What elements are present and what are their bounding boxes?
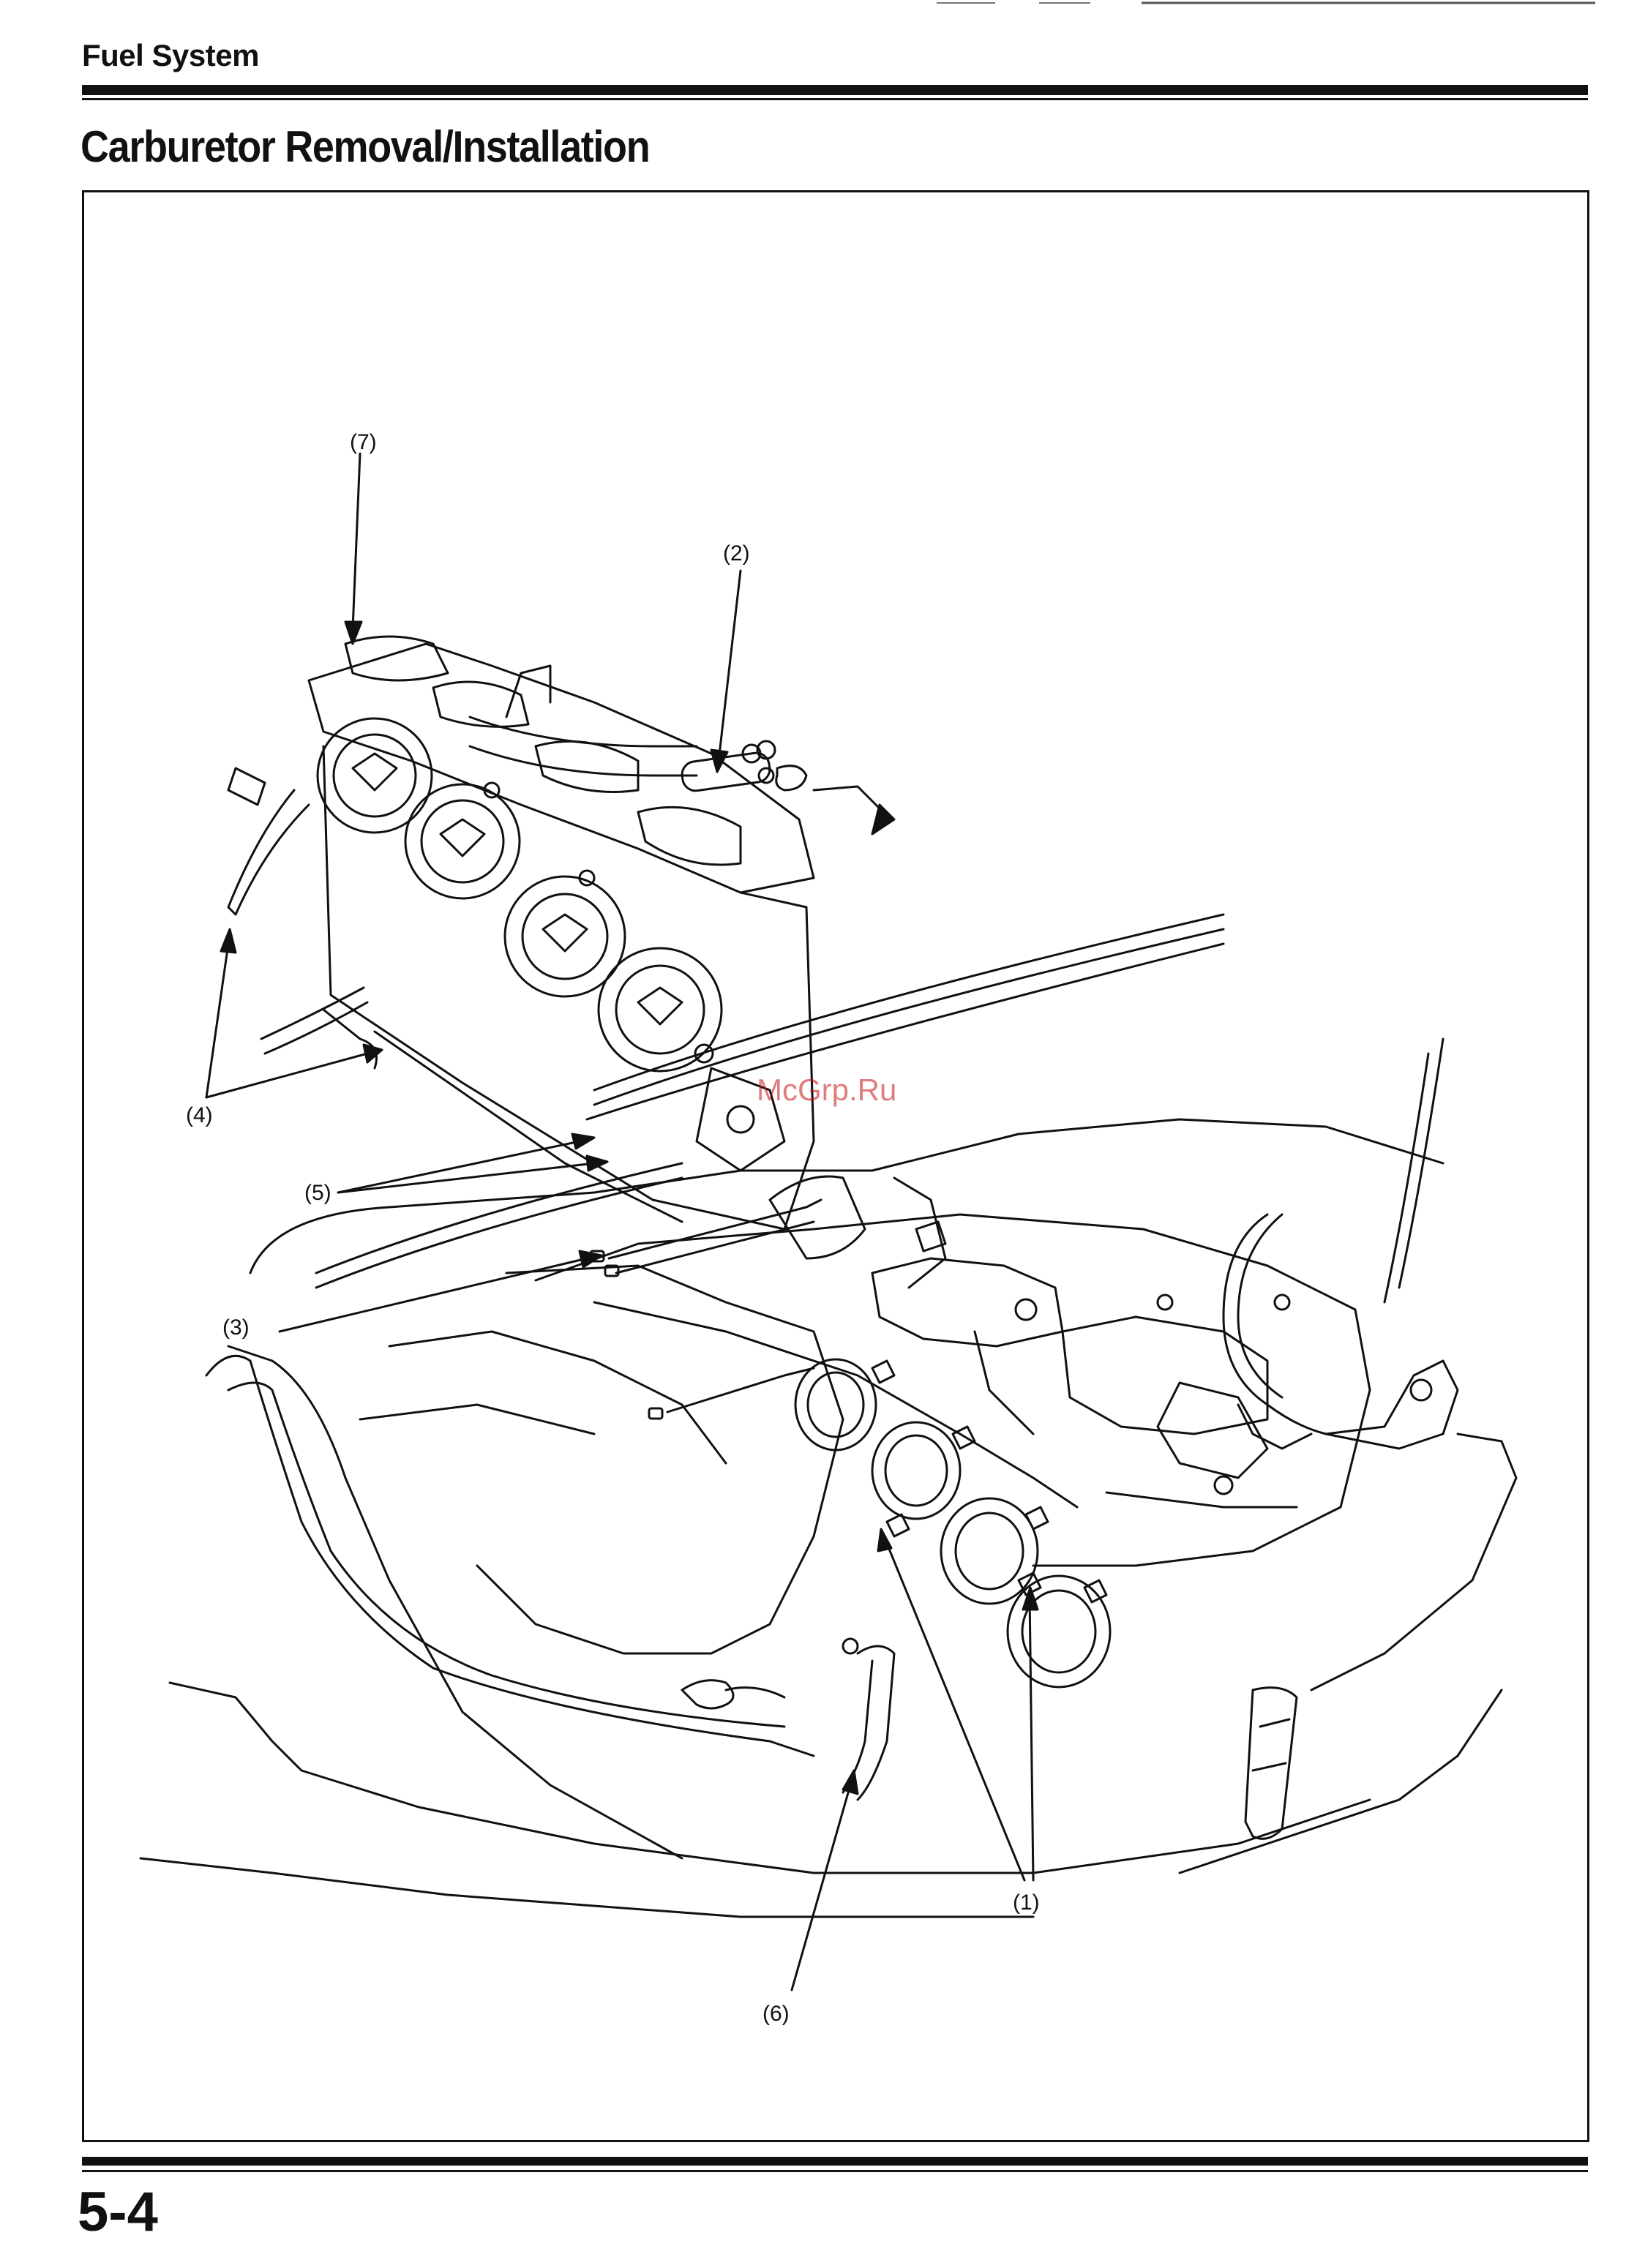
- callout-leaders: [206, 454, 1038, 1990]
- page-number: 5-4: [78, 2180, 158, 2244]
- footer-rule: [82, 2157, 1588, 2166]
- callout-6: (6): [762, 2002, 790, 2027]
- callout-5: (5): [304, 1181, 331, 1206]
- header-rule: [82, 85, 1588, 95]
- callout-2: (2): [723, 541, 750, 566]
- motorcycle-frame: [140, 915, 1516, 1917]
- footer-rule-thin: [82, 2170, 1588, 2172]
- section-header: Fuel System: [82, 38, 259, 73]
- callout-3: (3): [222, 1315, 250, 1340]
- carburetor-assembly: [228, 637, 814, 1229]
- watermark: McGrp.Ru: [757, 1073, 896, 1108]
- callout-1: (1): [1013, 1890, 1040, 1915]
- scan-edge-marks: [937, 1, 1595, 4]
- header-rule-thin: [82, 98, 1588, 100]
- callout-4: (4): [186, 1103, 213, 1128]
- carburetor-exploded-illustration: [82, 190, 1589, 2142]
- callout-7: (7): [350, 430, 377, 455]
- page-title: Carburetor Removal/Installation: [80, 121, 649, 172]
